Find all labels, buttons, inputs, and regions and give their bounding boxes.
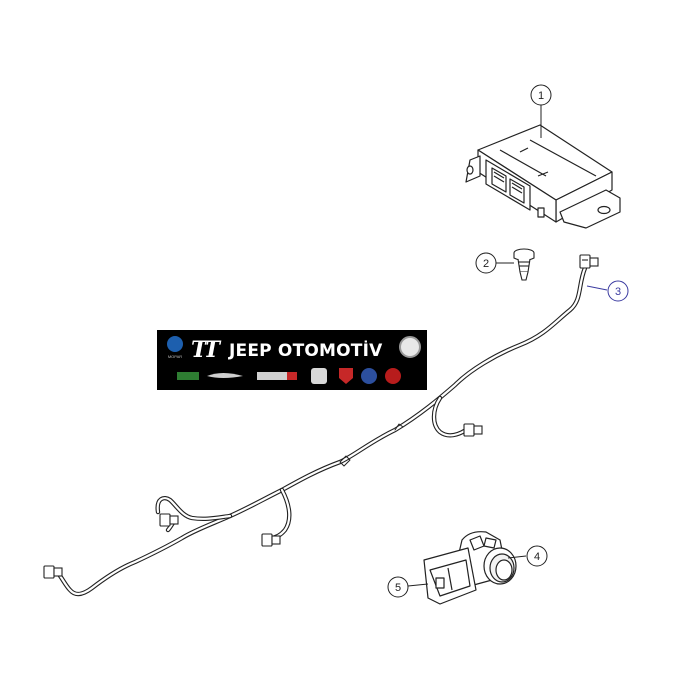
callout-1-label: 1: [538, 90, 544, 102]
alfa-romeo-logo: [399, 336, 421, 358]
connector-top: [579, 254, 599, 269]
dodge-logo: [257, 372, 297, 380]
abarth-logo: [339, 368, 353, 384]
banner-title: JEEP OTOMOTİV: [229, 341, 383, 361]
callout-4-label: 4: [534, 551, 540, 563]
callout-4: 4: [526, 545, 548, 567]
callout-2: 2: [475, 252, 497, 274]
dealer-watermark-banner: MOPAR TT JEEP OTOMOTİV: [157, 330, 427, 390]
park-assist-sensor: [423, 531, 517, 605]
fiat-logo: [385, 368, 401, 384]
callout-3-label: 3: [615, 286, 621, 298]
connector-lower-middle: [261, 533, 281, 547]
brand-logos-row: [177, 368, 401, 384]
callout-4-leader: [507, 555, 527, 559]
callout-1: 1: [530, 84, 552, 106]
mopar-caption: MOPAR: [167, 354, 183, 359]
push-pin-fastener: [513, 248, 535, 281]
tt-logo: TT: [191, 337, 220, 363]
ram-logo: [311, 368, 327, 384]
connector-end: [43, 565, 63, 579]
callout-3: 3: [607, 280, 629, 302]
callout-5-leader: [407, 583, 429, 587]
callout-5-label: 5: [395, 582, 401, 594]
callout-5: 5: [387, 576, 409, 598]
control-module: [465, 124, 621, 229]
callout-2-label: 2: [483, 258, 489, 270]
mopar-logo: MOPAR: [165, 336, 185, 366]
jeep-logo: [177, 372, 199, 380]
mopar-emblem-icon: [167, 336, 183, 352]
harness-connectors: [43, 254, 599, 579]
wiring-harness: [55, 265, 588, 597]
callout-3-leader: [586, 285, 608, 291]
connector-lower-left: [159, 513, 179, 527]
lancia-logo: [361, 368, 377, 384]
connector-middle: [463, 423, 483, 437]
chrysler-logo: [207, 373, 243, 378]
